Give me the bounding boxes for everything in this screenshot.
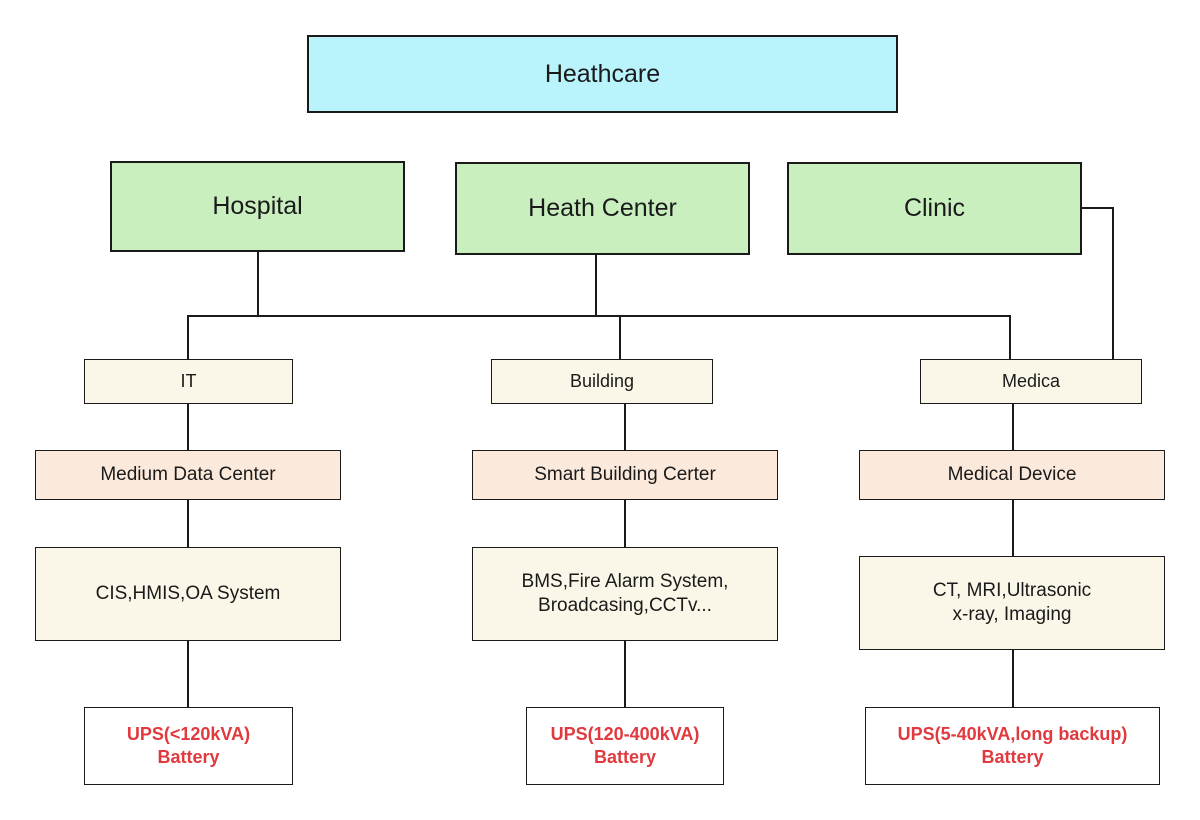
facility-node-hospital: Hospital bbox=[110, 161, 405, 252]
facility-node-clinic: Clinic bbox=[787, 162, 1082, 255]
ups-node-building: UPS(120-400kVA) Battery bbox=[526, 707, 724, 785]
facility-node-heath-center: Heath Center bbox=[455, 162, 750, 255]
ups-node-medical: UPS(5-40kVA,long backup) Battery bbox=[865, 707, 1160, 785]
ups-rating: UPS(5-40kVA,long backup) bbox=[897, 724, 1128, 744]
root-label: Heathcare bbox=[544, 59, 661, 88]
center-node-data-center: Medium Data Center bbox=[35, 450, 341, 500]
center-label: Smart Building Certer bbox=[534, 464, 716, 485]
ups-rating: UPS(<120kVA) bbox=[126, 724, 251, 744]
systems-line: CIS,HMIS,OA System bbox=[95, 583, 281, 604]
ups-battery: Battery bbox=[157, 747, 220, 767]
facility-label: Clinic bbox=[903, 194, 966, 222]
center-node-smart-building: Smart Building Certer bbox=[472, 450, 778, 500]
systems-line: BMS,Fire Alarm System, bbox=[521, 571, 729, 592]
category-node-medica: Medica bbox=[920, 359, 1142, 404]
category-node-it: IT bbox=[84, 359, 293, 404]
systems-node-building: BMS,Fire Alarm System, Broadcasing,CCTv.… bbox=[472, 547, 778, 641]
systems-node-it: CIS,HMIS,OA System bbox=[35, 547, 341, 641]
root-node: Heathcare bbox=[307, 35, 898, 113]
center-label: Medical Device bbox=[947, 464, 1077, 485]
facility-label: Heath Center bbox=[528, 194, 677, 222]
facility-label: Hospital bbox=[212, 192, 303, 220]
systems-node-medical: CT, MRI,Ultrasonic x-ray, Imaging bbox=[859, 556, 1165, 650]
systems-line: x-ray, Imaging bbox=[952, 604, 1072, 625]
systems-line: Broadcasing,CCTv... bbox=[538, 595, 712, 616]
category-label: Medica bbox=[1001, 371, 1061, 391]
center-label: Medium Data Center bbox=[100, 464, 276, 485]
ups-battery: Battery bbox=[981, 747, 1044, 767]
category-node-building: Building bbox=[491, 359, 713, 404]
center-node-medical-device: Medical Device bbox=[859, 450, 1165, 500]
ups-node-it: UPS(<120kVA) Battery bbox=[84, 707, 293, 785]
category-label: IT bbox=[180, 371, 197, 391]
ups-battery: Battery bbox=[593, 747, 657, 767]
category-label: Building bbox=[569, 371, 635, 391]
systems-line: CT, MRI,Ultrasonic bbox=[932, 580, 1092, 601]
ups-rating: UPS(120-400kVA) bbox=[550, 724, 700, 744]
